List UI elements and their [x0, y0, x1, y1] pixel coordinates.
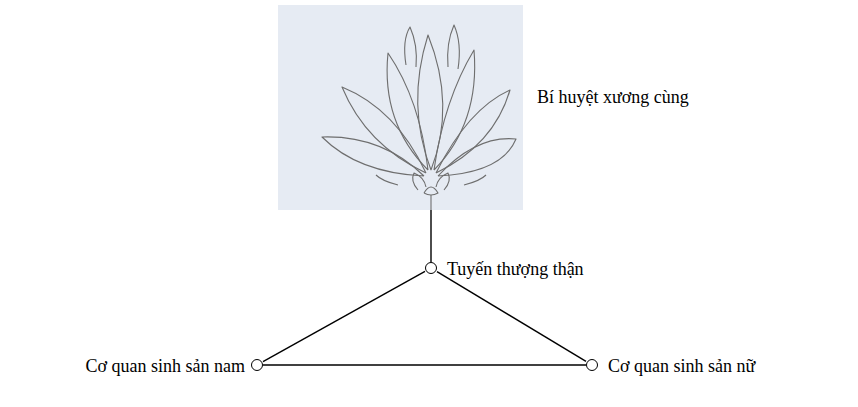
connector-line: [263, 271, 425, 361]
node-label: Cơ quan sinh sản nam: [85, 356, 245, 378]
node-label: Tuyến thượng thận: [447, 259, 584, 281]
node-label: Cơ quan sinh sản nữ: [608, 356, 755, 378]
connector-line: [437, 272, 586, 362]
organ-point: Cơ quan sinh sản nam: [251, 359, 263, 371]
lotus-drawing: [278, 5, 523, 210]
organ-point: Cơ quan sinh sản nữ: [586, 359, 598, 371]
node-label: Bí huyệt xương cùng: [537, 87, 689, 109]
lotus-illustration: Bí huyệt xương cùng: [278, 5, 523, 210]
gland-point: Tuyến thượng thận: [425, 262, 437, 274]
connector-line: [263, 364, 586, 365]
connector-line: [430, 210, 431, 262]
